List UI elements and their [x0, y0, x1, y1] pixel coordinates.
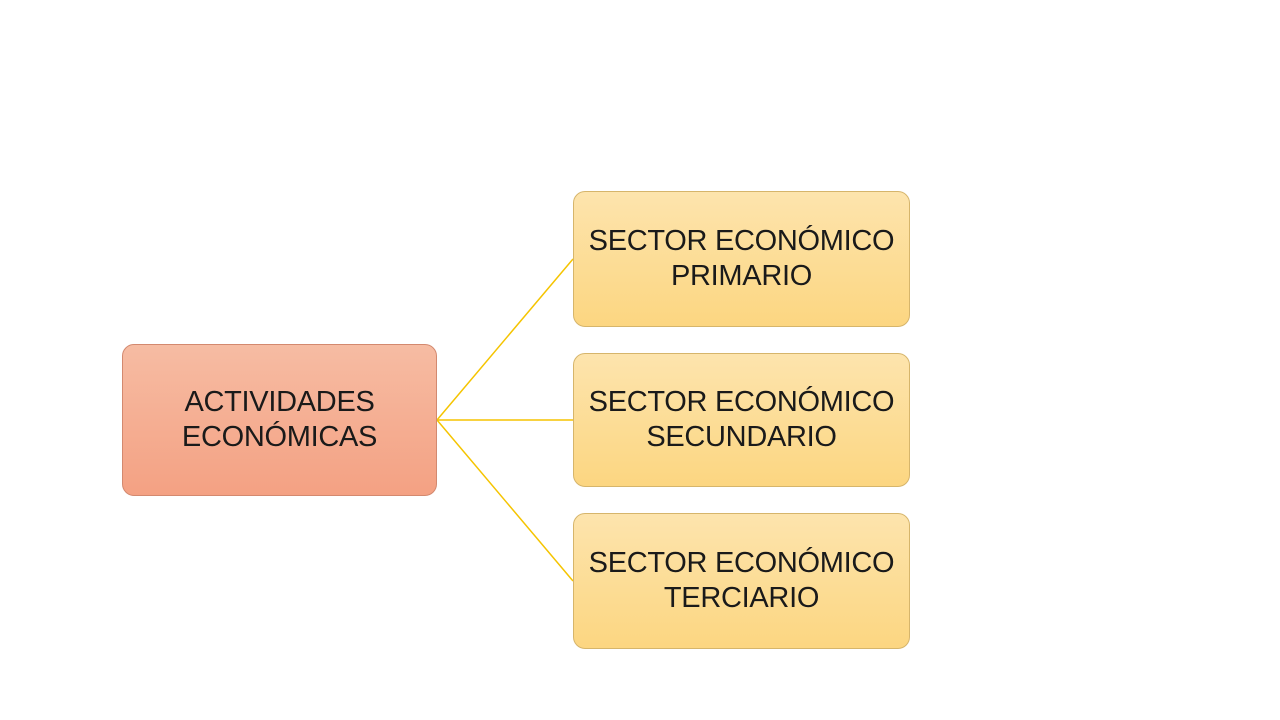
connector-to-primario — [436, 258, 574, 421]
node-sector-primario-label: SECTOR ECONÓMICO PRIMARIO — [588, 225, 895, 292]
root-node-actividades-economicas[interactable]: ACTIVIDADES ECONÓMICAS — [122, 344, 437, 496]
node-sector-secundario[interactable]: SECTOR ECONÓMICO SECUNDARIO — [573, 353, 910, 487]
node-sector-terciario[interactable]: SECTOR ECONÓMICO TERCIARIO — [573, 513, 910, 649]
connector-to-terciario — [436, 419, 574, 582]
node-sector-terciario-label: SECTOR ECONÓMICO TERCIARIO — [588, 547, 895, 614]
node-sector-secundario-label: SECTOR ECONÓMICO SECUNDARIO — [588, 386, 895, 453]
node-sector-primario[interactable]: SECTOR ECONÓMICO PRIMARIO — [573, 191, 910, 327]
root-node-label: ACTIVIDADES ECONÓMICAS — [181, 386, 378, 453]
